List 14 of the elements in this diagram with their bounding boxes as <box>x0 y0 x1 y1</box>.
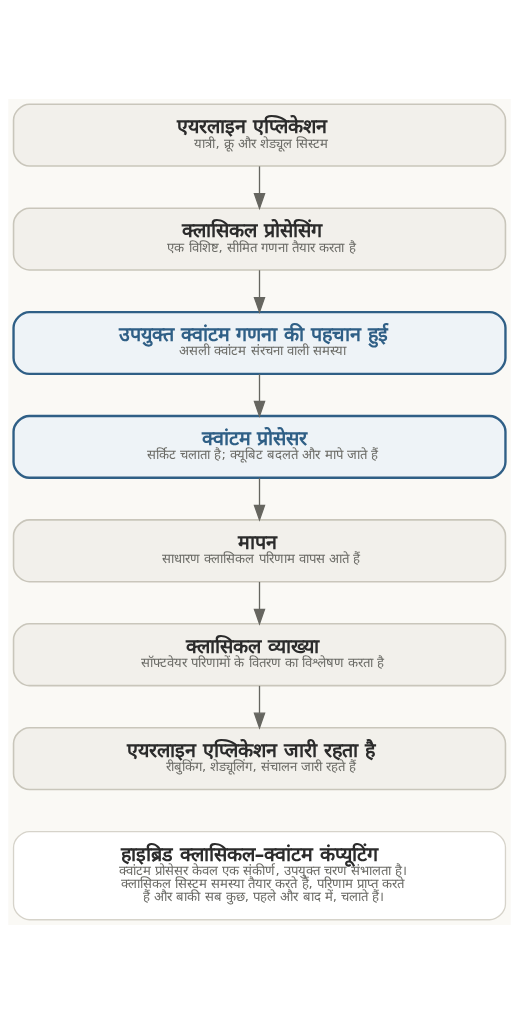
node-box: हाइब्रिड क्लासिकल–क्वांटम कंप्यूटिंग क्वांटम प्रोसेसर केवल एक संकीर्ण, उपयुक्त चरण संभालता है। क्लासिकल सिस्टम समस्या तैयार करते हैं, परिणाम प्राप्त करते हैं और बाकी सब कुछ, पहले और बाद में, चलाते हैं। <box>12 830 507 921</box>
node-box: उपयुक्त क्वांटम गणना की पहचान हुई असली क्वांटम संरचना वाली समस्या <box>12 310 507 376</box>
arrow <box>253 269 266 315</box>
arrow <box>253 165 266 211</box>
node-box: क्लासिकल व्याख्या सॉफ्टवेयर परिणामों के वितरण का विश्लेषण करता है <box>12 623 507 687</box>
node-box: मापन साधारण क्लासिकल परिणाम वापस आते हैं <box>12 519 507 583</box>
arrow <box>253 581 266 626</box>
arrow <box>253 685 266 730</box>
node-box: क्लासिकल प्रोसेसिंग एक विशिष्ट, सीमित गणना तैयार करता है <box>12 207 507 271</box>
node-box: क्वांटम प्रोसेसर सर्किट चलाता है; क्यूबिट बदलते और मापे जाते हैं <box>12 414 507 479</box>
arrow <box>253 373 266 418</box>
node-box: एयरलाइन एप्लिकेशन यात्री, क्रू और शेड्यूल सिस्टम <box>12 103 507 167</box>
node-box: एयरलाइन एप्लिकेशन जारी रहता है रीबुकिंग, शेड्यूलिंग, संचालन जारी रहते हैं <box>12 726 507 791</box>
arrow <box>253 477 266 522</box>
